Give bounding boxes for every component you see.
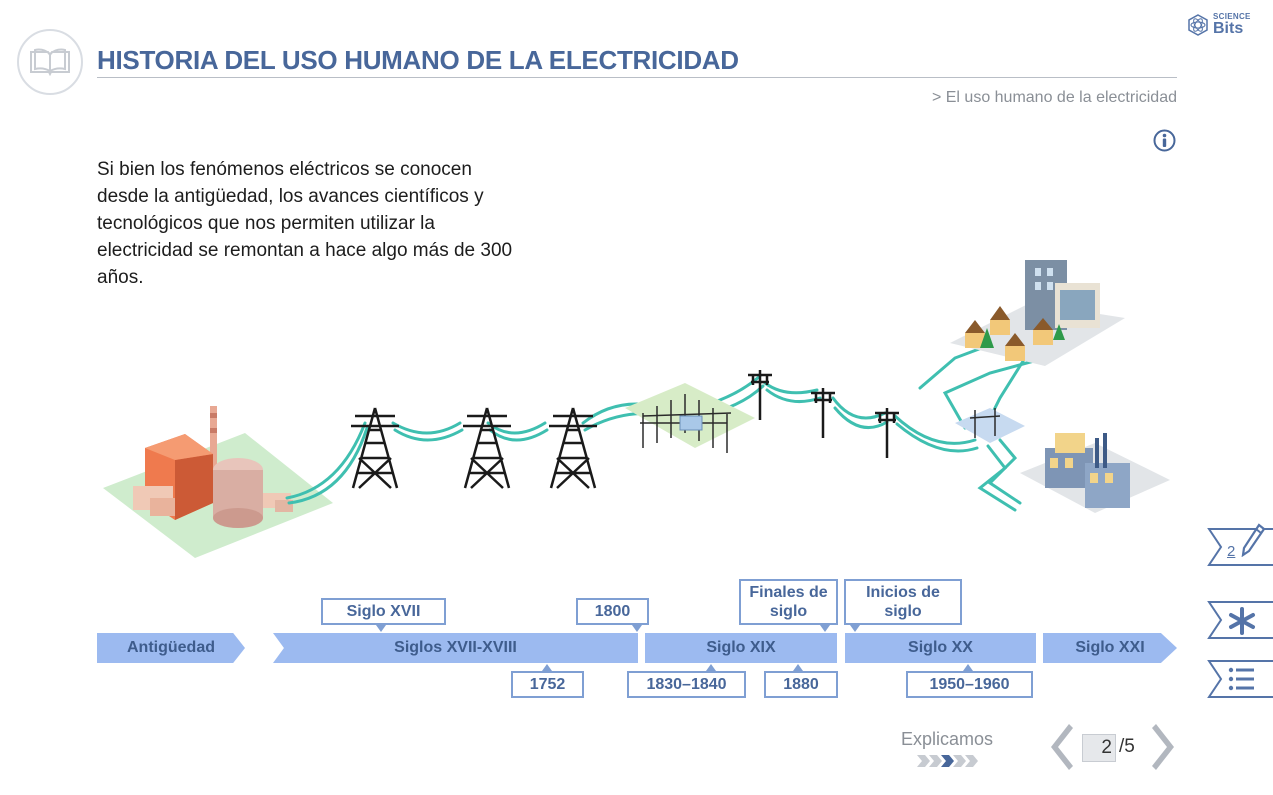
asterisk-icon xyxy=(1229,607,1255,635)
callout-1800[interactable]: 1800 xyxy=(576,598,649,625)
callout-pointer xyxy=(542,664,552,671)
brand-big-text: Bits xyxy=(1213,20,1244,37)
page-title: HISTORIA DEL USO HUMANO DE LA ELECTRICID… xyxy=(97,45,739,75)
info-icon[interactable] xyxy=(1153,129,1176,152)
breadcrumb[interactable]: > El uso humano de la electricidad xyxy=(931,89,1177,106)
callout-pointer xyxy=(632,625,642,632)
callout-label: 1880 xyxy=(783,676,819,693)
index-tab[interactable] xyxy=(1207,659,1273,699)
current-page-input[interactable]: 2 xyxy=(1082,734,1116,762)
callout-siglo-xvii[interactable]: Siglo XVII xyxy=(321,598,446,625)
title-divider xyxy=(97,77,1177,78)
section-label: Explicamos xyxy=(901,729,994,749)
section-progress-indicator xyxy=(917,755,978,767)
callout-label: Siglo XVII xyxy=(346,603,421,620)
total-pages: /5 xyxy=(1119,736,1135,757)
list-icon xyxy=(1228,667,1254,691)
callout-1950-1960[interactable]: 1950–1960 xyxy=(906,671,1033,698)
power-grid-illustration xyxy=(103,260,1170,558)
timeline-segment-siglo-xxi[interactable]: Siglo XXI xyxy=(1043,633,1177,663)
callout-label: 1950–1960 xyxy=(929,676,1010,693)
power-plant-illustration xyxy=(103,406,333,558)
intro-paragraph: Si bien los fenómenos eléctricos se cono… xyxy=(97,159,513,288)
callout-finales-de-siglo[interactable]: Finales de siglo xyxy=(739,579,838,625)
atom-icon xyxy=(1188,14,1208,36)
science-bits-logo: SCIENCE Bits xyxy=(1186,13,1251,37)
callout-pointer xyxy=(820,625,830,632)
substation-illustration xyxy=(625,383,1025,453)
timeline-segment-antiguedad[interactable]: Antigüedad xyxy=(97,633,245,663)
callout-pointer xyxy=(706,664,716,671)
timeline-segment-label: Siglo XXI xyxy=(1075,639,1145,656)
notes-count: 2 xyxy=(1227,543,1236,560)
callout-pointer xyxy=(963,664,973,671)
timeline-segment-siglos-xvii-xviii[interactable]: Siglos XVII-XVIII xyxy=(273,633,638,663)
callout-pointer xyxy=(850,625,860,632)
notes-tab[interactable]: 2 xyxy=(1207,523,1273,567)
city-illustration xyxy=(950,260,1170,513)
callout-label: Finales de siglo xyxy=(749,584,828,620)
pencil-icon xyxy=(1241,523,1265,557)
callout-1752[interactable]: 1752 xyxy=(511,671,584,698)
brand-small-text: SCIENCE xyxy=(1213,12,1251,21)
key-concepts-tab[interactable] xyxy=(1207,600,1273,640)
callout-label: 1830–1840 xyxy=(646,676,727,693)
callout-1830-1840[interactable]: 1830–1840 xyxy=(627,671,746,698)
timeline-segment-label: Siglos XVII-XVIII xyxy=(394,639,517,656)
timeline-segment-siglo-xix[interactable]: Siglo XIX xyxy=(645,633,837,663)
timeline-segment-label: Siglo XX xyxy=(908,639,973,656)
callout-pointer xyxy=(376,625,386,632)
callout-label: Inicios de siglo xyxy=(866,584,940,620)
timeline-segment-siglo-xx[interactable]: Siglo XX xyxy=(845,633,1036,663)
previous-page-button[interactable] xyxy=(1045,722,1075,772)
transmission-towers xyxy=(351,370,899,489)
callout-inicios-de-siglo[interactable]: Inicios de siglo xyxy=(844,579,962,625)
callout-label: 1800 xyxy=(594,603,631,620)
callout-1880[interactable]: 1880 xyxy=(764,671,838,698)
callout-pointer xyxy=(793,664,803,671)
timeline-segment-label: Siglo XIX xyxy=(706,639,776,656)
callout-label: 1752 xyxy=(529,676,566,693)
book-icon[interactable] xyxy=(17,29,83,95)
next-page-button[interactable] xyxy=(1150,722,1180,772)
timeline-segment-label: Antigüedad xyxy=(127,639,215,656)
